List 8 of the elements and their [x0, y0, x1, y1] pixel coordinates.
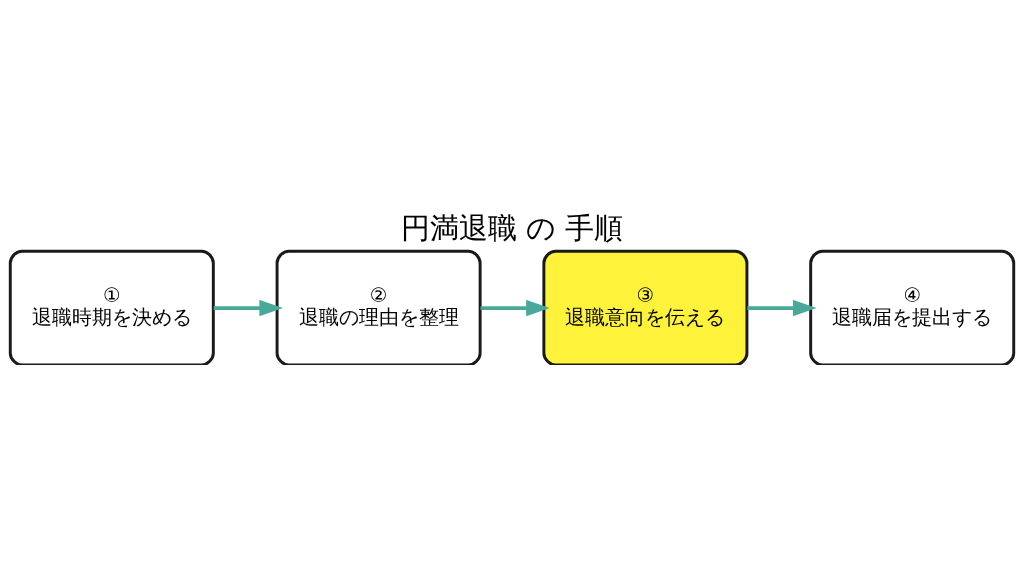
- node-box: ③ 退職意向を伝える: [542, 249, 749, 365]
- diagram-title: 円満退職 の 手順: [400, 211, 624, 246]
- arrow: [480, 299, 550, 317]
- node-box: ④ 退職届を提出する: [809, 249, 1016, 365]
- node-box: ① 退職時期を決める: [8, 249, 215, 365]
- arrow: [213, 299, 283, 317]
- arrow: [747, 299, 817, 317]
- node-box: ② 退職の理由を整理: [275, 249, 482, 365]
